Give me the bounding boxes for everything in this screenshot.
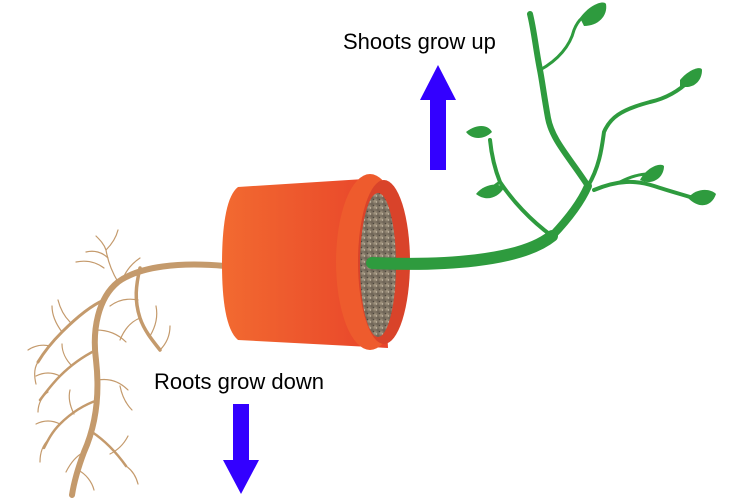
leaf (476, 184, 504, 199)
flower-pot (222, 174, 410, 350)
leaf (688, 189, 716, 206)
up-arrow-icon (420, 65, 456, 170)
roots-caption: Roots grow down (154, 369, 324, 394)
stem-upper (548, 182, 592, 240)
leaf (466, 126, 492, 138)
root-branch (38, 348, 98, 402)
shoots-caption: Shoots grow up (343, 29, 496, 54)
leaf (580, 2, 607, 27)
main-root (69, 261, 228, 498)
main-stem (366, 230, 558, 270)
down-arrow-icon (223, 404, 259, 494)
branch (586, 78, 692, 188)
roots (27, 229, 228, 498)
leaves (466, 2, 716, 206)
root-branch (90, 430, 128, 468)
leaf (680, 68, 702, 88)
stem-top (527, 11, 591, 189)
leaf (640, 164, 664, 183)
